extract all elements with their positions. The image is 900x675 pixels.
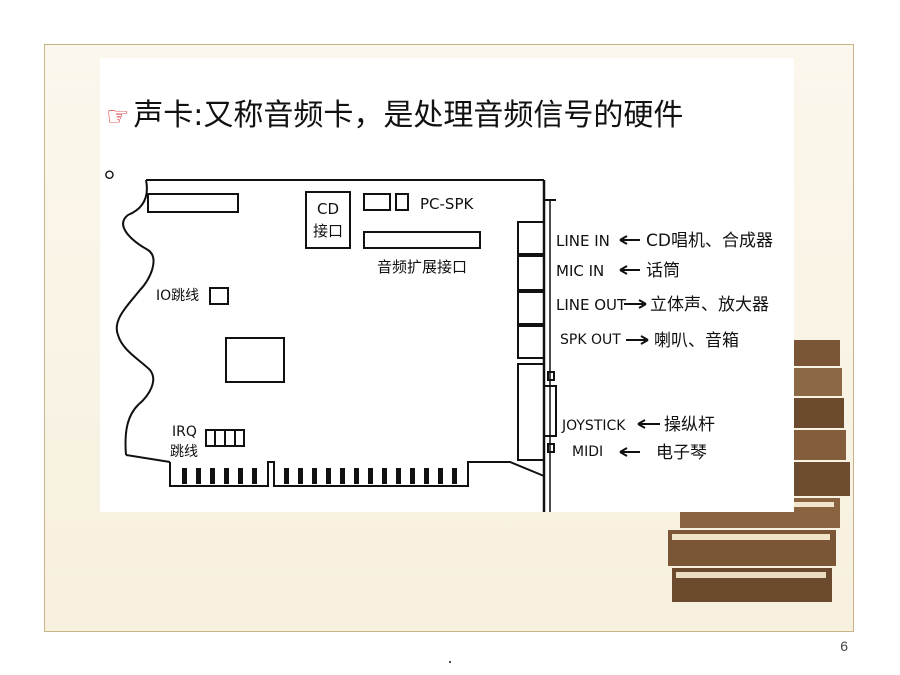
left-arrow-icon xyxy=(619,265,640,275)
port-label-joystick: JOYSTICK 操纵杆 xyxy=(561,415,715,435)
port-label-midi: MIDI 电子琴 xyxy=(572,443,707,463)
header-slot xyxy=(147,193,239,213)
port-name: SPK OUT xyxy=(560,332,621,348)
device-name: CD唱机、合成器 xyxy=(646,231,773,251)
joystick-port xyxy=(517,363,557,461)
port-label-line-in: LINE IN CD唱机、合成器 xyxy=(556,231,773,251)
cd-label-line1: CD xyxy=(317,200,339,218)
book-8 xyxy=(786,340,840,366)
device-name: 话筒 xyxy=(646,261,680,281)
left-arrow-icon xyxy=(637,419,660,429)
device-name: 操纵杆 xyxy=(664,415,715,435)
port-name: MIDI xyxy=(572,444,603,460)
pcspk-label: PC-SPK xyxy=(420,195,474,213)
irq-label-line1: IRQ xyxy=(172,424,197,440)
port-label-mic-in: MIC IN 话筒 xyxy=(556,261,680,281)
port-name: MIC IN xyxy=(556,262,604,280)
pcspk-connector-a xyxy=(363,193,391,211)
irq-label-line2: 跳线 xyxy=(170,444,198,460)
port-label-spk-out: SPK OUT 喇叭、音箱 xyxy=(560,331,739,351)
pointing-hand-icon: ☞ xyxy=(106,102,130,132)
page-number: 6 xyxy=(840,638,848,654)
card-left-edge xyxy=(115,179,155,456)
port-label-line-out: LINE OUT 立体声、放大器 xyxy=(556,295,769,315)
right-arrow-icon xyxy=(626,335,649,345)
cd-connector xyxy=(305,191,351,249)
irq-jumper xyxy=(205,429,245,447)
device-name: 电子琴 xyxy=(656,443,707,463)
main-chip xyxy=(225,337,285,383)
port-name: JOYSTICK xyxy=(561,418,626,434)
edge-connector xyxy=(169,461,545,487)
audio-jacks xyxy=(517,221,545,359)
title-text: 声卡:又称音频卡，是处理音频信号的硬件 xyxy=(133,98,684,133)
slide-title: ☞声卡:又称音频卡，是处理音频信号的硬件 xyxy=(106,90,683,134)
io-jumper-label: IO跳线 xyxy=(156,288,199,304)
device-name: 立体声、放大器 xyxy=(650,295,769,315)
book-4 xyxy=(786,462,850,496)
io-jumper xyxy=(209,287,229,305)
left-arrow-icon xyxy=(619,447,640,457)
expansion-connector xyxy=(363,231,481,249)
left-arrow-icon xyxy=(619,235,640,245)
gold-fingers xyxy=(182,468,457,484)
device-name: 喇叭、音箱 xyxy=(654,331,739,351)
cd-label-line2: 接口 xyxy=(313,222,343,240)
book-6 xyxy=(786,398,844,428)
right-arrow-icon xyxy=(624,299,647,309)
port-name: LINE IN xyxy=(556,232,610,250)
title-period: 。 xyxy=(104,151,133,184)
book-7 xyxy=(786,368,842,396)
bottom-mark: . xyxy=(447,648,453,667)
book-5 xyxy=(786,430,846,460)
pcspk-connector-b xyxy=(395,193,409,211)
expansion-label: 音频扩展接口 xyxy=(377,258,467,276)
port-name: LINE OUT xyxy=(556,296,627,314)
